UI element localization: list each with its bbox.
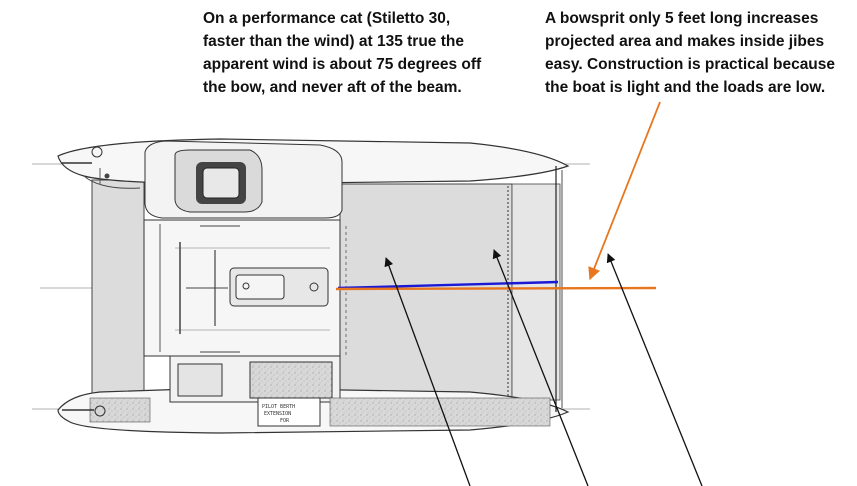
bottom-hull: PILOT BERTH EXTENSION FOR [57, 355, 570, 434]
aft-trampoline [91, 179, 145, 403]
apparent-wind-note-line: the bow, and never aft of the beam. [203, 79, 462, 96]
apparent-wind-note-line: apparent wind is about 75 degrees off [203, 56, 482, 73]
bridgedeck [143, 219, 341, 357]
pilot-berth-label-line-3: FOR [280, 418, 290, 424]
bowsprit-note-line: the boat is light and the loads are low. [545, 79, 826, 96]
pointer-arrows [384, 249, 703, 486]
pointer-arrow-1 [384, 257, 471, 486]
bowsprit-note-line: projected area and makes inside jibes [545, 33, 825, 50]
pointer-arrow-3 [606, 253, 703, 486]
apparent-wind-note-line: faster than the wind) at 135 true the [203, 33, 464, 50]
apparent-wind-note-line: On a performance cat (Stiletto 30, [203, 10, 451, 27]
bowsprit-note: A bowsprit only 5 feet long increases pr… [545, 7, 835, 99]
pointer-arrow-2 [492, 249, 589, 486]
top-hull [57, 138, 570, 219]
trampoline-panels [91, 179, 561, 403]
pilot-berth-label: PILOT BERTH [262, 404, 295, 410]
forward-net [511, 183, 561, 401]
orange-bowsprit-line [335, 286, 657, 291]
blue-boom-line [337, 280, 559, 290]
forward-trampoline [339, 183, 513, 401]
pilot-berth-label-line-2: EXTENSION [264, 411, 291, 417]
bowsprit-pointer-arrow [588, 101, 661, 281]
bowsprit-note-line: A bowsprit only 5 feet long increases [545, 10, 819, 27]
apparent-wind-note: On a performance cat (Stiletto 30, faste… [203, 7, 481, 99]
bowsprit-note-line: easy. Construction is practical because [545, 56, 836, 73]
